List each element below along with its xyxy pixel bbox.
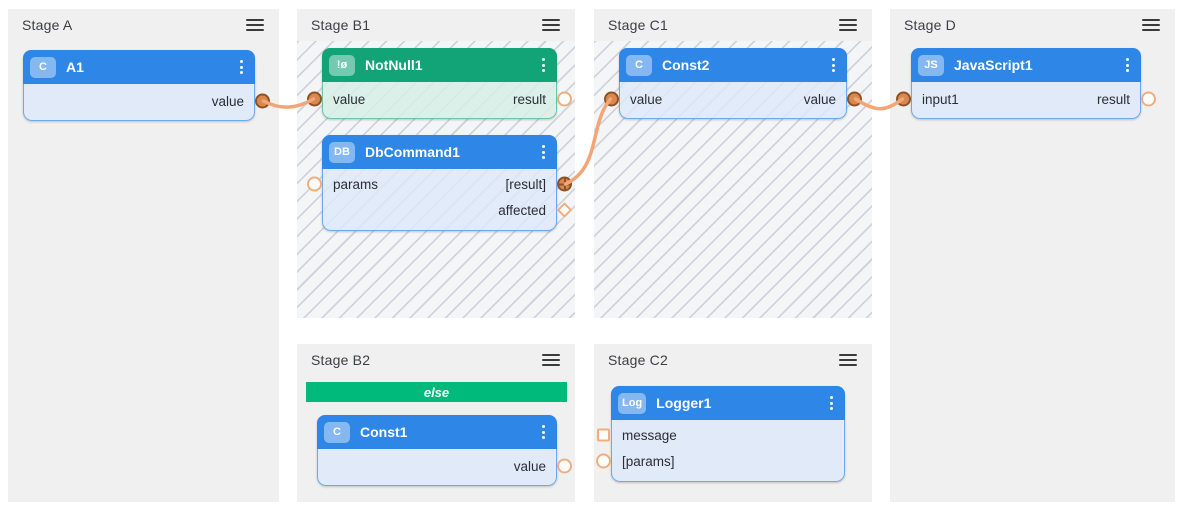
- wire-dbcommand1-to-const2[interactable]: [563, 97, 613, 186]
- node-type-badge: DB: [329, 141, 355, 163]
- node-header[interactable]: DB DbCommand1: [322, 135, 557, 169]
- node-const1[interactable]: C Const1 value: [317, 415, 572, 486]
- port-row: params [result]: [307, 171, 572, 197]
- node-title: A1: [66, 59, 84, 75]
- node-header[interactable]: C Const1: [317, 415, 557, 449]
- stage-title-d: Stage D: [904, 17, 956, 33]
- stage-title-c1: Stage C1: [608, 17, 668, 33]
- stage-menu-icon[interactable]: [542, 17, 560, 33]
- node-title: NotNull1: [365, 57, 423, 73]
- port-label: value: [513, 458, 546, 474]
- port-row: value: [318, 453, 572, 479]
- port-params-in[interactable]: [596, 453, 611, 469]
- port-label: [result]: [505, 176, 546, 192]
- wire-a1-to-notnull1[interactable]: [261, 97, 316, 109]
- port-message-in-square[interactable]: [597, 428, 610, 442]
- node-dbcommand1[interactable]: DB DbCommand1 params [result] affected: [307, 135, 573, 231]
- stage-title-c2: Stage C2: [608, 352, 668, 368]
- node-const2[interactable]: C Const2 value value: [604, 48, 862, 119]
- node-menu-icon[interactable]: [536, 425, 551, 439]
- port-result-out[interactable]: [1141, 91, 1156, 107]
- node-header[interactable]: JS JavaScript1: [911, 48, 1141, 82]
- node-type-badge: C: [626, 54, 652, 76]
- node-type-badge: C: [30, 56, 56, 78]
- node-type-badge: JS: [918, 54, 944, 76]
- port-row: [params]: [596, 448, 844, 474]
- port-label: input1: [922, 91, 959, 107]
- node-menu-icon[interactable]: [826, 58, 841, 72]
- node-type-badge: Log: [618, 392, 647, 414]
- port-label: message: [622, 427, 677, 443]
- port-label: value: [803, 91, 836, 107]
- port-row: message: [597, 422, 844, 448]
- node-menu-icon[interactable]: [1120, 58, 1135, 72]
- node-type-badge: !ø: [329, 54, 355, 76]
- stage-menu-icon[interactable]: [542, 352, 560, 368]
- node-title: Logger1: [656, 395, 712, 411]
- stage-panel-a: Stage A C A1 value: [8, 9, 279, 502]
- stage-panel-c2: Stage C2 Log Logger1 message [params]: [594, 344, 872, 502]
- port-label: [params]: [622, 453, 675, 469]
- stage-title-b1: Stage B1: [311, 17, 371, 33]
- node-header[interactable]: C Const2: [619, 48, 847, 82]
- stage-menu-icon[interactable]: [246, 17, 264, 33]
- node-menu-icon[interactable]: [234, 60, 249, 74]
- port-label: result: [512, 91, 546, 107]
- node-menu-icon[interactable]: [536, 145, 551, 159]
- stage-panel-b2: Stage B2 else C Const1 value: [297, 344, 575, 502]
- node-title: JavaScript1: [954, 57, 1033, 73]
- port-label: affected: [498, 202, 546, 218]
- else-branch-bar: else: [306, 382, 567, 402]
- port-row: affected: [323, 197, 573, 223]
- port-params-in[interactable]: [307, 176, 322, 192]
- port-label: value: [630, 91, 663, 107]
- node-a1[interactable]: C A1 value: [23, 50, 270, 121]
- wire-const2-to-javascript1[interactable]: [853, 97, 905, 111]
- port-label: params: [333, 176, 379, 192]
- port-row: input1 result: [896, 86, 1156, 112]
- stage-panel-c1: Stage C1 C Const2 value value: [594, 9, 872, 318]
- stage-menu-icon[interactable]: [839, 17, 857, 33]
- port-label: value: [211, 93, 244, 109]
- port-label: value: [333, 91, 366, 107]
- port-label: result: [1096, 91, 1130, 107]
- stage-menu-icon[interactable]: [839, 352, 857, 368]
- node-notnull1[interactable]: !ø NotNull1 value result: [307, 48, 572, 119]
- port-row: value result: [307, 86, 572, 112]
- port-row: value value: [604, 86, 862, 112]
- node-menu-icon[interactable]: [824, 396, 839, 410]
- node-javascript1[interactable]: JS JavaScript1 input1 result: [896, 48, 1156, 119]
- port-row: value: [24, 88, 270, 114]
- node-title: Const1: [360, 424, 408, 440]
- node-title: DbCommand1: [365, 144, 460, 160]
- node-menu-icon[interactable]: [536, 58, 551, 72]
- stage-title-b2: Stage B2: [311, 352, 371, 368]
- node-header[interactable]: C A1: [23, 50, 255, 84]
- stage-panel-b1: Stage B1 !ø NotNull1 value result DB: [297, 9, 575, 318]
- stage-menu-icon[interactable]: [1142, 17, 1160, 33]
- port-result-out[interactable]: [557, 91, 572, 107]
- stage-panel-d: Stage D JS JavaScript1 input1 result: [890, 9, 1175, 502]
- stage-title-a: Stage A: [22, 17, 73, 33]
- node-header[interactable]: !ø NotNull1: [322, 48, 557, 82]
- node-header[interactable]: Log Logger1: [611, 386, 845, 420]
- port-value-out[interactable]: [557, 458, 572, 474]
- node-type-badge: C: [324, 421, 350, 443]
- node-logger1[interactable]: Log Logger1 message [params]: [596, 386, 845, 482]
- node-title: Const2: [662, 57, 710, 73]
